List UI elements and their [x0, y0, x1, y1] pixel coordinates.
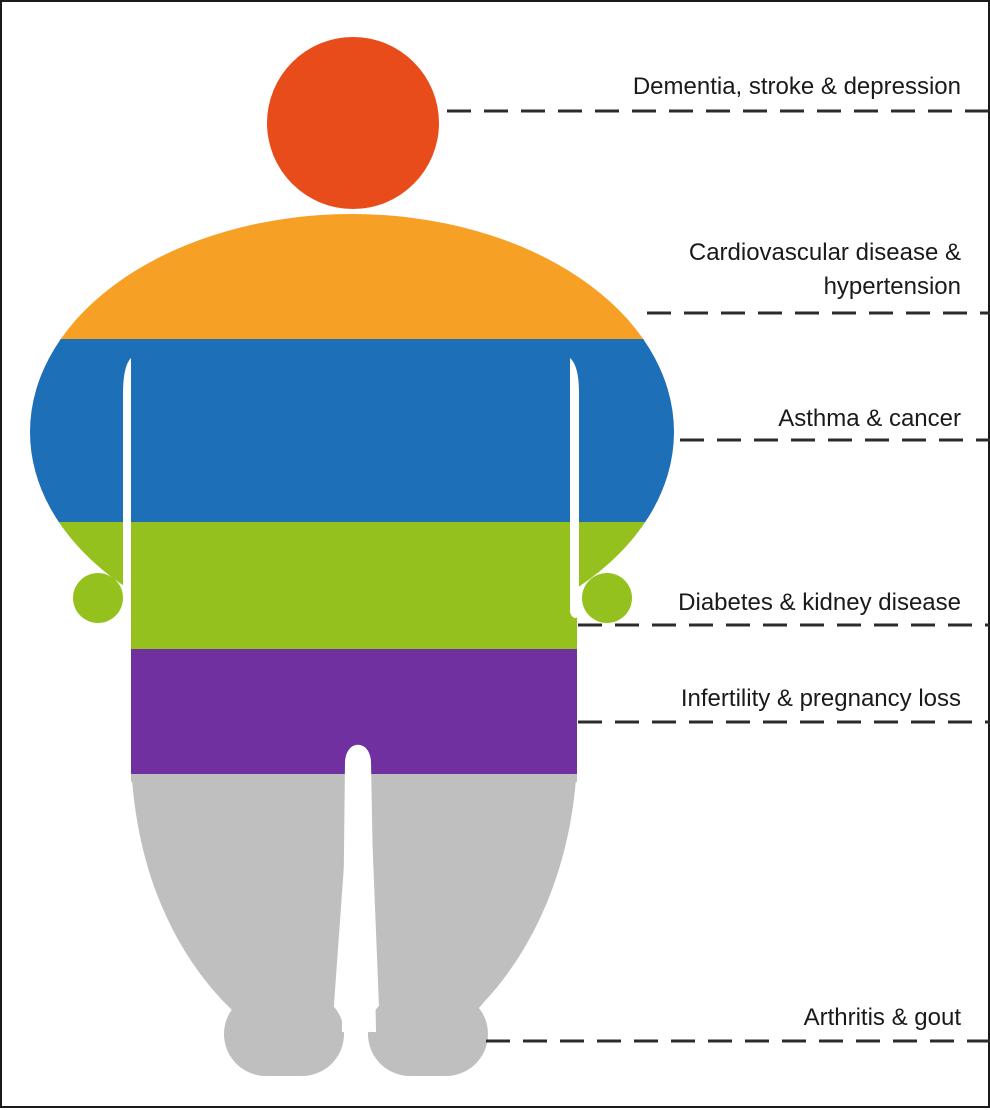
crotch-gap: [342, 744, 376, 1032]
label-legs-conditions: Arthritis & gout: [803, 1004, 961, 1031]
band-musculoskeletal: [30, 774, 674, 1076]
left-arm-gap: [123, 358, 131, 618]
head-circle: [267, 37, 439, 209]
label-head-conditions: Dementia, stroke & depression: [632, 73, 961, 100]
label-waist-conditions: Diabetes & kidney disease: [678, 589, 961, 616]
right-arm-gap: [570, 358, 579, 618]
label-chest-conditions: Cardiovascular disease & hypertension: [688, 239, 961, 300]
label-belly-conditions: Asthma & cancer: [778, 405, 961, 432]
band-metabolic: [30, 522, 674, 650]
label-hips-conditions: Infertility & pregnancy loss: [680, 685, 961, 712]
band-respiratory: [30, 339, 674, 523]
